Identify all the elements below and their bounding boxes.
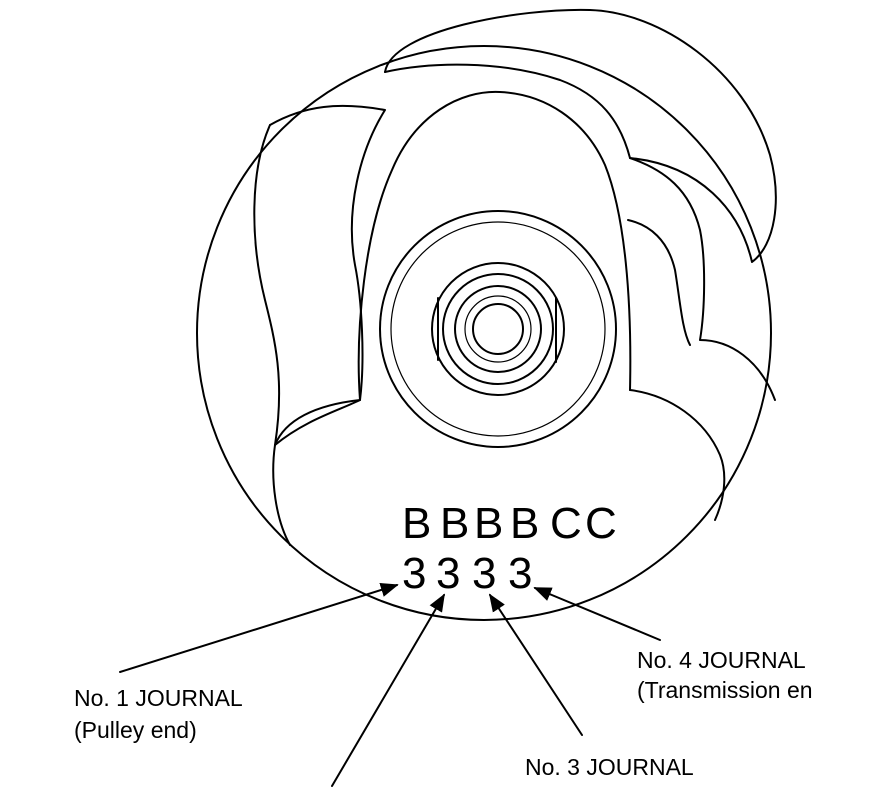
journal-ring-outer (379, 210, 617, 448)
label-journal-1: No. 1 JOURNAL (74, 685, 243, 711)
code-char: 3 (402, 549, 426, 598)
crank-nose-outline (357, 90, 632, 401)
code-char: B (474, 499, 503, 548)
label-journal-4-sub: (Transmission en (637, 677, 813, 703)
label-journal-1-sub: (Pulley end) (74, 717, 197, 743)
leader-arrow-journal-4 (533, 587, 661, 641)
lower-web-left (272, 444, 291, 546)
leader-arrow-journal-2 (331, 593, 445, 787)
code-char: C (585, 499, 617, 548)
code-char: C (550, 499, 582, 548)
journal-ring-6 (464, 295, 532, 363)
label-journal-3: No. 3 JOURNAL (525, 754, 694, 780)
label-journal-4: No. 4 JOURNAL (637, 647, 806, 673)
code-char: B (402, 499, 431, 548)
journal-ring-4 (442, 273, 554, 385)
journal-ring-5 (454, 285, 542, 373)
code-char: 3 (472, 549, 496, 598)
counterweight-left (269, 104, 386, 446)
counterweight-right-inner (627, 219, 691, 346)
counterweight-top (384, 8, 777, 263)
counterweight-top-inner (384, 63, 631, 159)
code-char: B (510, 499, 539, 548)
journal-ring-3 (431, 262, 565, 396)
code-char: B (440, 499, 469, 548)
code-char: 3 (436, 549, 460, 598)
leader-arrow-journal-1 (119, 582, 399, 673)
lower-web-outline (274, 389, 726, 521)
journal-ring-7 (472, 303, 524, 355)
leader-arrow-journal-3 (489, 593, 583, 736)
journal-ring-2 (390, 221, 606, 437)
journal-code-row-bottom: 3 3 3 3 (402, 549, 532, 598)
counterweight-right (629, 157, 776, 401)
journal-code-row-top: B B B B C C (402, 499, 617, 548)
code-char: 3 (508, 549, 532, 598)
crank-flange-outline (196, 45, 772, 621)
counterweight-left-outer (253, 124, 281, 446)
